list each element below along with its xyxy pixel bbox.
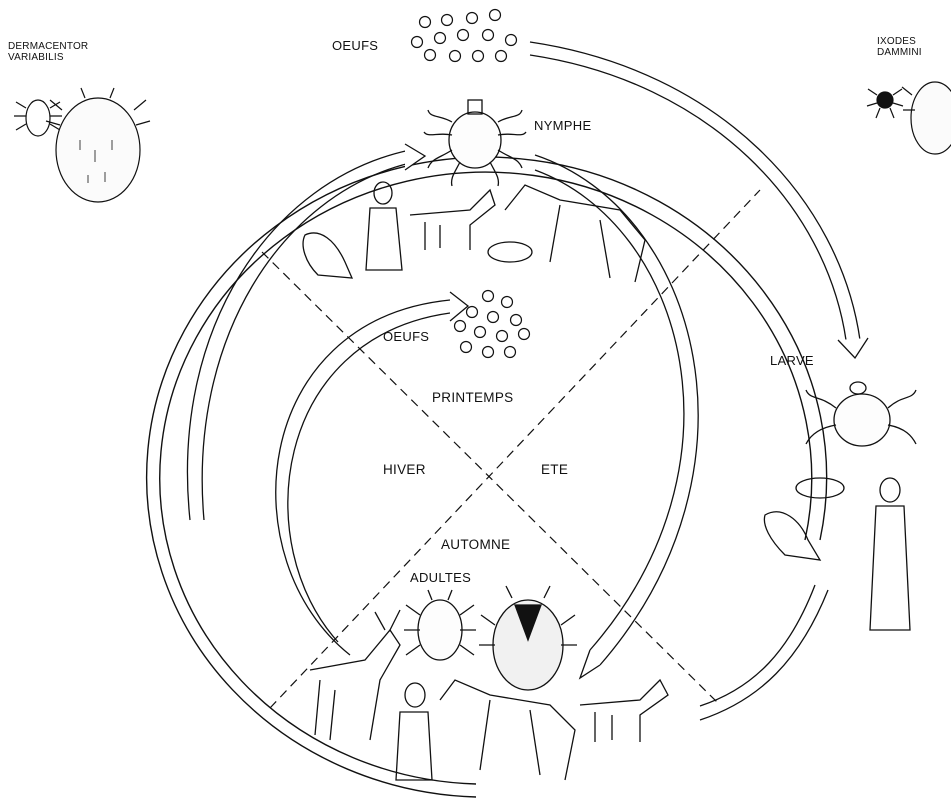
eggs-to-larva-arrow	[530, 42, 868, 358]
larva-label: LARVE	[770, 353, 814, 368]
eggs-center-cluster	[455, 291, 530, 358]
nymph-to-adult-arrow	[535, 155, 698, 678]
spring-label: PRINTEMPS	[432, 390, 513, 405]
dermacentor-label-line1: DERMACENTOR	[8, 41, 88, 52]
ixodes-tick-illustration	[867, 82, 951, 154]
autumn-label: AUTOMNE	[441, 537, 510, 552]
ixodes-label-line2: DAMMINI	[877, 47, 922, 58]
eggs-top-label: OEUFS	[332, 38, 378, 53]
nymph-label: NYMPHE	[534, 118, 591, 133]
eggs-center-label: OEUFS	[383, 329, 429, 344]
larva-tick-illustration	[806, 382, 916, 446]
adult-ticks-illustration	[404, 586, 577, 690]
adults-label: ADULTES	[410, 570, 471, 585]
host-animals-illustration	[303, 182, 910, 780]
eggs-top-cluster	[412, 10, 517, 62]
ixodes-label-line1: IXODES	[877, 36, 916, 47]
dermacentor-tick-illustration	[14, 88, 150, 202]
dermacentor-label-line2: VARIABILIS	[8, 52, 64, 63]
larva-descending-arrow	[700, 585, 828, 720]
outer-cycle-ring	[147, 157, 827, 797]
summer-label: ETE	[541, 462, 568, 477]
winter-label: HIVER	[383, 462, 426, 477]
